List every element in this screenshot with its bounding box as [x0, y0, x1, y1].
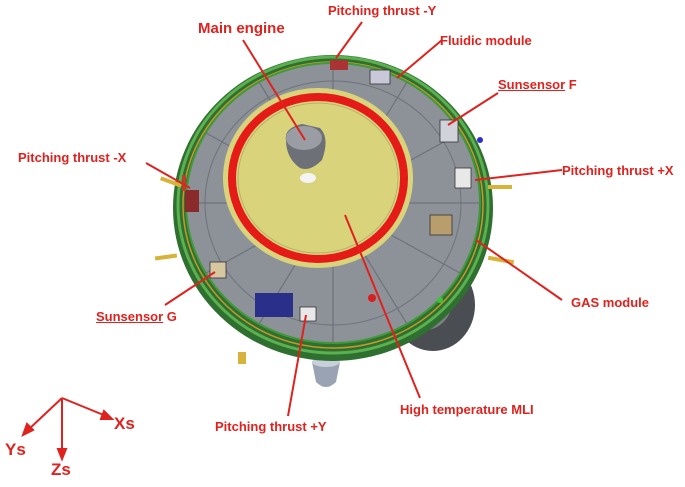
label-sunsensor-g-letter: G [163, 309, 177, 324]
leader-sunsensor-g [164, 271, 216, 306]
label-pitching-thrust-neg-x: Pitching thrust -X [18, 150, 127, 165]
axis-label-ys: Ys [5, 440, 26, 459]
leader-fluidic [396, 39, 443, 79]
red-ring [228, 93, 408, 263]
label-sunsensor-g: Sunsensor G [96, 310, 177, 323]
label-sunsensor-g-name: Sunsensor [96, 309, 164, 324]
leader-main-engine [242, 39, 306, 141]
leader-gas [475, 239, 563, 301]
label-sunsensor-f-letter: F [565, 77, 577, 92]
label-sunsensor-f-name: Sunsensor [498, 77, 566, 92]
label-sunsensor-f: Sunsensor F [498, 78, 577, 91]
label-gas-module: GAS module [571, 295, 650, 310]
leader-pitch-neg-y [335, 21, 363, 59]
axis-label-zs: Zs [51, 460, 71, 479]
leader-lines [145, 21, 563, 417]
mli-disk [223, 88, 413, 268]
label-main-engine: Main engine [198, 20, 285, 37]
label-high-temperature-mli: High temperature MLI [400, 402, 534, 417]
axis-triad [21, 397, 115, 462]
label-pitching-thrust-pos-x: Pitching thrust +X [562, 163, 674, 178]
label-pitching-thrust-pos-y: Pitching thrust +Y [215, 419, 327, 434]
label-fluidic-module: Fluidic module [440, 33, 532, 48]
lower-nozzle [312, 357, 340, 387]
leader-pitch-neg-x [145, 162, 191, 189]
axis-label-xs: Xs [114, 414, 135, 433]
equipment [185, 60, 483, 322]
leader-mli [344, 214, 421, 399]
thrusters [154, 175, 515, 364]
main-engine [285, 124, 326, 183]
label-pitching-thrust-neg-y: Pitching thrust -Y [328, 3, 437, 18]
leader-pitch-pos-x [474, 169, 563, 181]
leader-pitch-pos-y [287, 314, 307, 417]
leader-sunsensor-f [447, 92, 499, 126]
